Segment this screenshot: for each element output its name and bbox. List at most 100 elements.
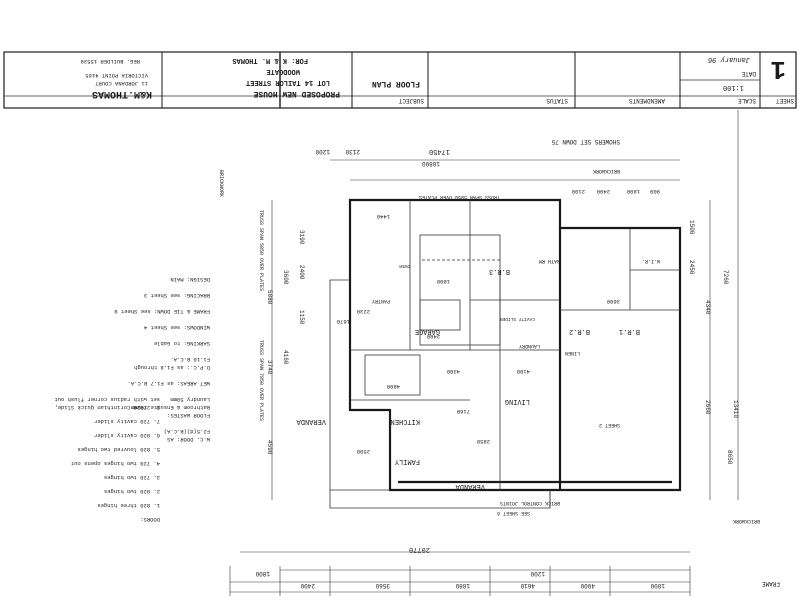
dim-interior-2: 1800	[437, 278, 450, 285]
building-walls	[329, 198, 682, 509]
dim-left-2: 5080	[266, 290, 273, 305]
door-item-1: 2. 820 two hinges	[104, 488, 160, 495]
oven-label: OVER	[399, 263, 410, 269]
project-line-4: FOR: K & M. THOMAS	[232, 56, 308, 64]
subject-value: FLOOR PLAN	[372, 79, 420, 88]
dim-top-chain-1: 1200	[315, 148, 330, 155]
cavity-slider-label: CAVITY SLIDER	[500, 316, 535, 322]
dim-left-0: 4590	[266, 440, 273, 455]
see-sheet-note: SEE SHEET 6	[497, 510, 530, 516]
dim-right-overall: 13410	[732, 400, 739, 418]
door-item-5: 6. 820 cavity slider	[94, 432, 160, 439]
sheet-2-note: SHEET 2	[599, 422, 620, 428]
dim-bottom-small-0: 1200	[530, 570, 545, 577]
truss-top: TRUSS SPAN 5850 OVER PLATES	[419, 194, 500, 200]
door-item-6: 7. 720 cavity slider	[94, 418, 160, 425]
sheet-number: 1	[770, 54, 786, 84]
note-line-5: WET AREAS: as F1.7 B.C.A.	[127, 380, 210, 387]
room-label-living: LIVING	[505, 397, 530, 405]
dim-right-0: 2660	[704, 400, 711, 415]
annotations: BRICK CONTROL JOINTS SEE SHEET 6 SHEET 2…	[419, 138, 620, 516]
door-item-2: 3. 720 two hinges	[104, 474, 160, 481]
doors-heading: DOORS:	[140, 516, 160, 523]
company-address-2: VICTORIA POINT 4165	[85, 72, 148, 79]
dim-bottom-1: 4000	[580, 582, 595, 589]
door-item-7: 8. 2/820 Corinthian Quick Slide,	[54, 404, 160, 411]
dim-interior-9: 2230	[357, 308, 370, 315]
interior-dimensions: 4300 2480 1800 4800 2500 2850 4100 7160 …	[337, 188, 660, 455]
note-line-7: F1.10 B.C.A.	[170, 356, 210, 363]
door-item-4: 5. 820 louvred two hinges	[77, 446, 160, 453]
dim-left-small-4: 3190	[298, 230, 305, 245]
note-line-0: W.C. DOOR: AS	[166, 436, 210, 443]
door-item-3: 4. 720 two hinges opens out	[71, 460, 160, 467]
dim-interior-12: 2400	[597, 188, 610, 195]
dim-interior-10: 3600	[607, 298, 620, 305]
dim-bottom-4: 3560	[375, 582, 390, 589]
dim-interior-14: 1440	[377, 213, 390, 220]
title-block: SHEET 1 SCALE 1:100 DATE January 96 AMEN…	[3, 51, 797, 109]
dim-interior-8: 1670	[337, 318, 350, 325]
dim-interior-1: 2480	[427, 333, 440, 340]
truss-left-1: TRUSS SPAN 7850 OVER PLATES	[258, 340, 264, 421]
dim-interior-7: 7160	[457, 408, 470, 415]
dim-interior-15: 900	[650, 188, 660, 195]
project-line-1: PROPOSED NEW HOUSE	[253, 89, 340, 98]
amendments-label: AMENDMENTS	[629, 97, 665, 104]
brickwork-label-bottom: BRICKWORK	[733, 518, 760, 524]
note-line-8: SARKING: to Gable	[154, 340, 210, 347]
room-label-bath: BATH RM	[539, 258, 560, 264]
note-line-3: Bathroom & Ensuite 100mm	[130, 404, 210, 411]
dim-interior-5: 2850	[477, 438, 490, 445]
side-dimensions: 13410 8650 2660 4340 7260 2450 1500 4590…	[218, 110, 739, 500]
room-label-pantry: PANTRY	[372, 298, 390, 304]
brickwork-label-left: BRICKWORK	[218, 170, 224, 197]
top-dimensions: 1800 4000 4610 1880 3560 2400 1200 1800 …	[229, 518, 780, 596]
note-line-9: WINDOWS: see Sheet 4	[143, 324, 210, 331]
room-label-veranda-side: VERANDA	[296, 417, 326, 425]
dim-bottom-overall: 20770	[409, 545, 430, 553]
room-label-laundry: LAUNDRY	[519, 343, 540, 349]
dim-interior-11: 2100	[572, 188, 585, 195]
note-line-12: DESIGN: MAIN	[170, 276, 210, 283]
upper-dimensions: 10800 17450 2130 1200	[315, 147, 680, 181]
dim-interior-13: 1800	[627, 188, 640, 195]
dim-bottom-2: 4610	[520, 582, 535, 589]
room-label-wir: W.I.R.	[642, 258, 660, 264]
room-label-bed2: B.R.2	[569, 327, 590, 335]
company-name: K&M.THOMAS	[92, 88, 152, 99]
dim-bottom-3: 1880	[455, 582, 470, 589]
note-line-11: BRACING: see Sheet 3	[144, 292, 210, 299]
sheet-label: SHEET	[776, 97, 794, 104]
status-label: STATUS	[546, 97, 568, 104]
door-schedule: DOORS: 1. 820 three hinges 2. 820 two hi…	[54, 396, 160, 523]
company-address-1: 11 JORDANA COURT	[94, 80, 148, 87]
dim-right-small-1: 1500	[688, 220, 695, 235]
scale-label: SCALE	[738, 97, 756, 104]
project-line-3: WOODGATE	[266, 67, 300, 75]
dim-bottom-0: 1800	[650, 582, 665, 589]
date-value: January 96	[708, 55, 750, 63]
room-label-veranda-front: VERANDA	[455, 482, 485, 490]
dim-left-small-1: 3600	[282, 270, 289, 285]
note-line-10: FRAME & TIE DOWN: see Sheet 9	[114, 308, 210, 315]
dim-right-small-0: 2450	[688, 260, 695, 275]
dim-left-1: 3740	[266, 360, 273, 375]
note-line-4: Laundry 50mm	[170, 396, 210, 403]
notes-block: W.C. DOOR: AS F2.5(d)(B.C.A) FLOOR WASTE…	[114, 276, 210, 443]
room-label-linen: LINEN	[565, 350, 580, 356]
room-label-bed1: B.R.1	[619, 327, 640, 335]
dim-interior-3: 4800	[387, 383, 400, 390]
project-line-2: LOT 14 TAILOR STREET	[246, 78, 330, 86]
dim-left-small-3: 2400	[298, 265, 305, 280]
room-labels: LIVING KITCHEN FAMILY VERANDA VERANDA GA…	[296, 258, 660, 490]
room-label-bed3: B.R.3	[489, 267, 510, 275]
dim-right-2: 7260	[722, 270, 729, 285]
dim-interior-4: 2500	[357, 448, 370, 455]
dim-right-1: 4340	[704, 300, 711, 315]
brickwork-label-top: BRICKWORK	[593, 168, 620, 174]
note-line-2: FLOOR WASTES:	[167, 412, 210, 419]
subject-label: SUBJECT	[398, 97, 424, 104]
dim-top-chain-0: 2130	[345, 148, 360, 155]
